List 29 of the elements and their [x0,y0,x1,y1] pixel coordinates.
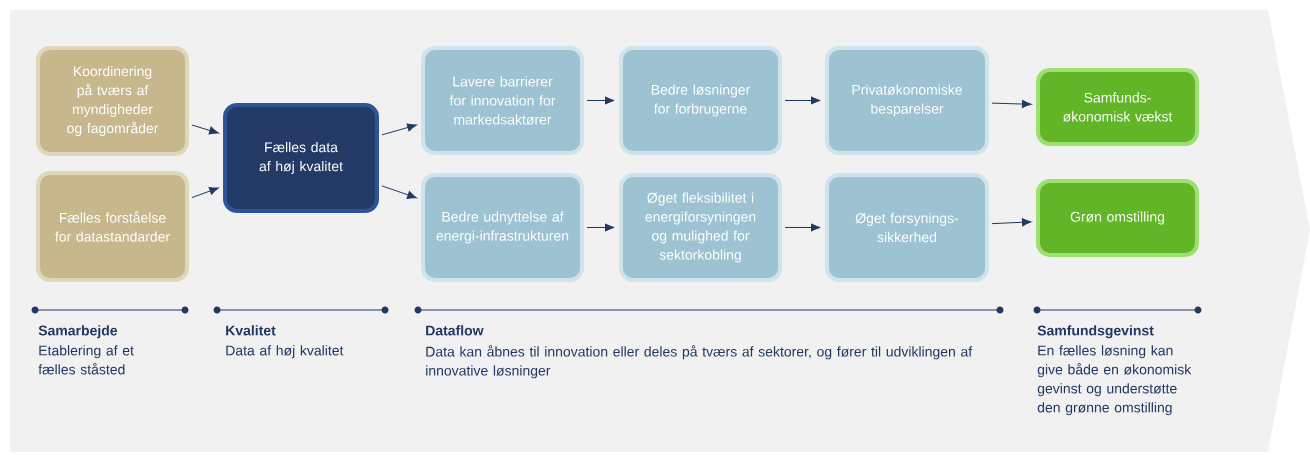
process-box: Samfunds-økonomisk vækst [1036,68,1199,146]
process-box: Øget fleksibilitet i energiforsyningen og mulighed for sektorkobling [619,173,782,282]
process-box: Bedre løsninger for forbrugerne [619,46,782,155]
process-box: Lavere barrierer for innovation for markedsaktører [421,46,584,155]
arrow [586,96,615,105]
arrow [784,223,821,232]
arrow [586,223,615,232]
process-box: Øget forsynings-sikkerhed [825,173,989,282]
section-text: Etablering af et fælles ståsted [38,345,134,375]
arrow [191,124,219,135]
section-heading: Kvalitet [226,325,276,336]
arrow [191,187,219,199]
section-text: En fælles løsning kan give både en økonomisk gevinst og understøtte den grønne omstilling [1037,345,1192,416]
arrow [381,123,417,136]
process-box: Grøn omstilling [1036,179,1199,257]
arrow [381,185,417,199]
section-heading: Samarbejde [38,325,118,339]
section-text: Data kan åbnes til innovation eller deles på tværs af sektorer, og fører til udviklingen af innovative løsninger [426,345,973,379]
section-heading: Samfundsgevinst [1037,325,1154,339]
section-heading: Dataflow [426,325,484,336]
arrow [991,218,1032,227]
process-box: Koordinering på tværs af myndigheder og fagområder [36,46,189,156]
process-box: Bedre udnyttelse af energi-infrastrukturen [421,173,584,282]
process-box: Fælles data af høj kvalitet [223,103,379,213]
arrow [784,96,821,105]
process-box: Privatøkonomiske besparelser [825,46,989,155]
section-text: Data af høj kvalitet [226,345,344,359]
arrow [991,99,1032,109]
process-box: Fælles forståelse for datastandarder [36,171,189,282]
